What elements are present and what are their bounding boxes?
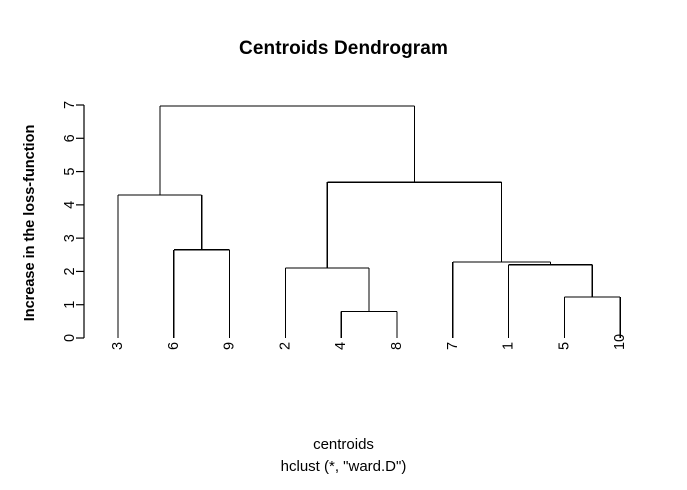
y-axis-tick-label: 2 <box>62 267 78 275</box>
leaf-label-9: 9 <box>222 342 238 350</box>
leaf-label-8: 8 <box>389 342 405 350</box>
leaf-label-3: 3 <box>110 342 126 350</box>
leaf-label-4: 4 <box>333 342 349 350</box>
y-axis-tick-label: 3 <box>62 234 78 242</box>
y-axis-tick-label: 5 <box>62 168 78 176</box>
leaf-label-6: 6 <box>166 342 182 350</box>
leaf-label-2: 2 <box>277 342 293 350</box>
dendrogram-tree <box>117 105 621 338</box>
x-axis-label: centroids <box>313 436 374 453</box>
leaf-label-10: 10 <box>612 334 628 350</box>
y-axis-tick-labels: 0 1 2 3 4 5 6 7 <box>62 101 78 342</box>
y-axis-tick-label: 6 <box>62 134 78 142</box>
leaf-label-5: 5 <box>556 342 572 350</box>
page-title: Centroids Dendrogram <box>239 38 448 59</box>
y-axis: 0 1 2 3 4 5 6 7 <box>62 101 85 342</box>
leaf-label-7: 7 <box>445 342 461 350</box>
y-axis-tick-label: 4 <box>62 201 78 209</box>
x-axis-sublabel: hclust (*, "ward.D") <box>280 458 407 475</box>
y-axis-tick-label: 7 <box>62 101 78 109</box>
leaf-label-1: 1 <box>501 342 517 350</box>
y-axis-tick-label: 1 <box>62 301 78 309</box>
leaf-labels: 3 6 9 2 4 8 7 1 5 10 <box>110 334 628 350</box>
y-axis-tick-label: 0 <box>62 334 78 342</box>
y-axis-ticks <box>76 104 84 339</box>
